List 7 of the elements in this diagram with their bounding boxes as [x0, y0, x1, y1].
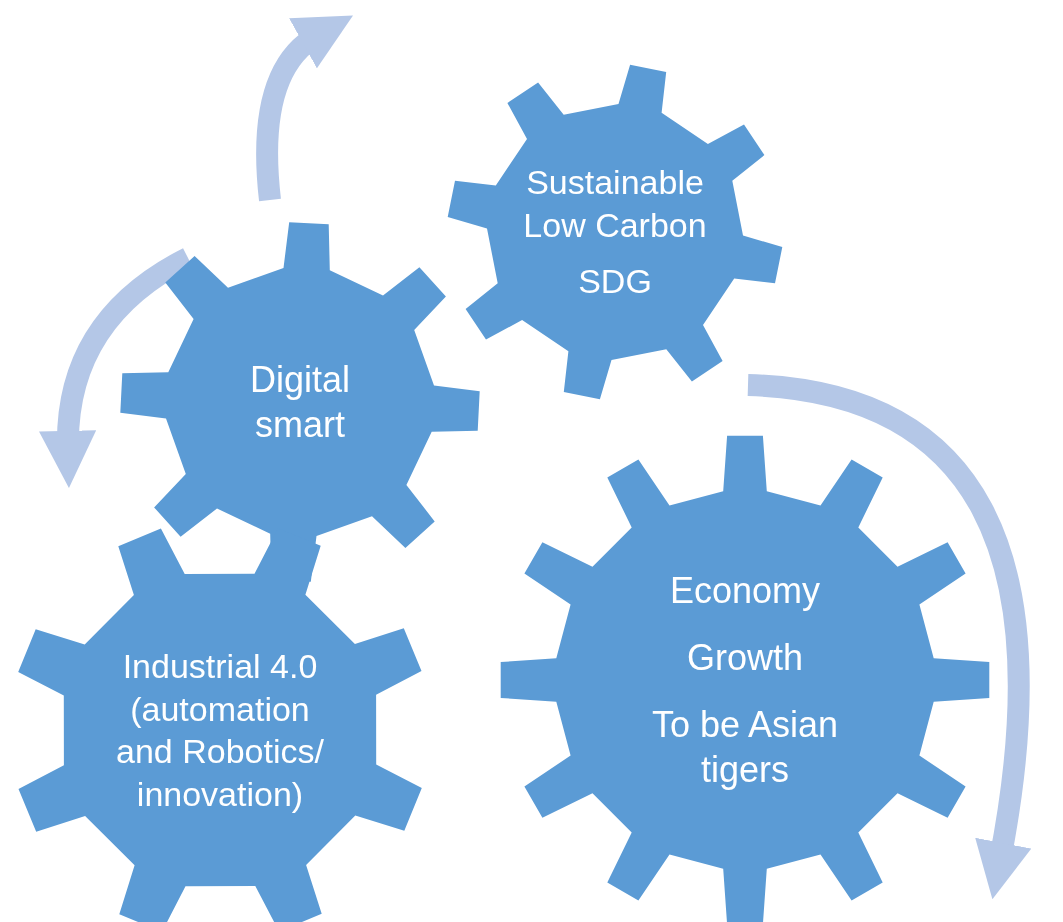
- gear-label: Digital smart: [248, 358, 351, 447]
- gear-label: Growth: [685, 636, 804, 680]
- gear-label: Economy: [668, 569, 822, 613]
- gear-label: SDG: [577, 261, 653, 303]
- gear-label: Industrial 4.0 (automation and Robotics/ innovation): [115, 646, 325, 815]
- gear-label: To be Asian tigers: [650, 703, 840, 792]
- gear-label: Sustainable Low Carbon: [522, 162, 708, 246]
